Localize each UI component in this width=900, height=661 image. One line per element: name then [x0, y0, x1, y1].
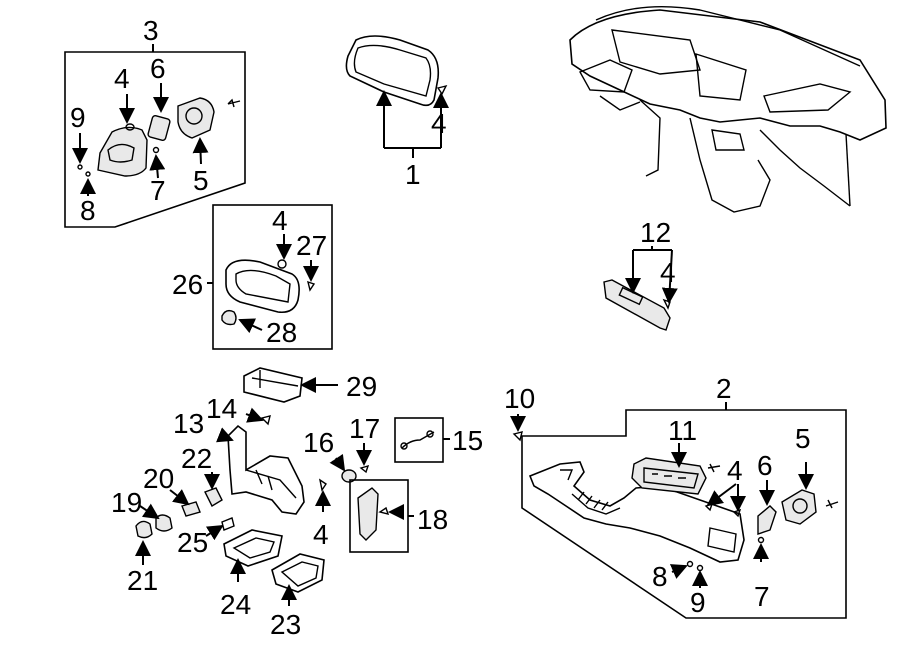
switch-22-part	[204, 487, 223, 507]
bracket-13-part	[227, 424, 305, 515]
callout-4-cluster: 4	[431, 108, 447, 139]
group-15-harness: 15	[394, 417, 483, 463]
dashboard-overview	[569, 5, 887, 213]
callout-9-group-2: 9	[690, 587, 706, 618]
callout-6-top-left: 6	[150, 53, 166, 84]
callout-19: 19	[111, 487, 142, 518]
harness-15-part	[401, 431, 435, 449]
callout-10: 10	[504, 383, 535, 414]
callout-5-group-2: 5	[795, 423, 811, 454]
callout-4-lower-left: 4	[313, 519, 329, 550]
ignition-housing-part	[177, 97, 215, 139]
callout-28: 28	[266, 317, 297, 348]
callout-2: 2	[716, 373, 732, 404]
callout-8-group-2: 8	[652, 561, 668, 592]
dashboard-outline	[569, 9, 887, 141]
clip-17-part	[359, 464, 370, 474]
knob-21-part	[135, 520, 153, 539]
group-26-box	[212, 204, 333, 350]
callout-7-top-left: 7	[150, 175, 166, 206]
group-18-trim: 18 4	[349, 479, 448, 553]
callout-18: 18	[417, 504, 448, 535]
callout-11: 11	[668, 415, 697, 446]
callout-8-top-left: 8	[80, 195, 96, 226]
callout-5-top-left: 5	[193, 165, 209, 196]
callout-25: 25	[177, 527, 208, 558]
trim-26-part	[225, 259, 300, 314]
group-12-lower-panel: 12 4	[603, 217, 678, 331]
callout-16: 16	[303, 427, 334, 458]
switch-part-6	[147, 115, 171, 141]
grommet-16-part	[341, 469, 357, 483]
callout-26: 26	[172, 269, 203, 300]
callout-4-group-2: 4	[727, 455, 743, 486]
callout-7-group-2: 7	[754, 581, 770, 612]
tray-24-part	[223, 529, 283, 567]
clip-25-part	[221, 517, 235, 531]
group-1-cluster-bezel: 4 1	[345, 35, 449, 190]
group-2-box	[521, 409, 847, 619]
item-10: 10	[504, 383, 535, 442]
column-cover-part	[97, 126, 148, 177]
callout-6-group-2: 6	[757, 450, 773, 481]
group-3-box	[64, 51, 246, 228]
tray-23-part	[271, 553, 325, 593]
callout-27: 27	[296, 230, 327, 261]
connector-20-part	[181, 501, 201, 517]
callout-9-top-left: 9	[70, 102, 86, 133]
callout-3: 3	[143, 15, 159, 46]
knob-28-part	[221, 309, 237, 326]
switch-6-part	[757, 505, 777, 535]
callout-24: 24	[220, 589, 251, 620]
callout-1: 1	[405, 159, 421, 190]
callout-29: 29	[346, 371, 377, 402]
clip-14-part	[260, 415, 271, 426]
plug-19-part	[155, 514, 173, 532]
callout-17: 17	[349, 413, 380, 444]
callout-23: 23	[270, 609, 301, 640]
trim-18-part	[357, 487, 379, 541]
callout-4-top-left: 4	[114, 63, 130, 94]
callout-13: 13	[173, 408, 204, 439]
clip-10-part	[512, 431, 523, 442]
group-3-steering-column-cover: 3 4 6 9 8 7 5	[64, 15, 246, 228]
module-29-part	[243, 367, 303, 403]
callout-14: 14	[206, 393, 237, 424]
callout-20: 20	[143, 463, 174, 494]
callout-22: 22	[181, 443, 212, 474]
housing-5-part	[781, 489, 817, 525]
callout-4-panel-12: 4	[660, 257, 676, 288]
callout-21: 21	[127, 565, 158, 596]
callout-12: 12	[640, 217, 671, 248]
lower-left-parts: 29 13 14 16 17 4 22 20 19	[111, 367, 380, 640]
group-2-instrument-panel: 2 11 4 6 5 7	[521, 373, 847, 619]
instrument-panel-part	[528, 461, 745, 563]
callout-15: 15	[452, 425, 483, 456]
callout-4-group-26: 4	[272, 205, 288, 236]
group-26-cluster-trim: 26 4 27 28	[172, 204, 333, 350]
